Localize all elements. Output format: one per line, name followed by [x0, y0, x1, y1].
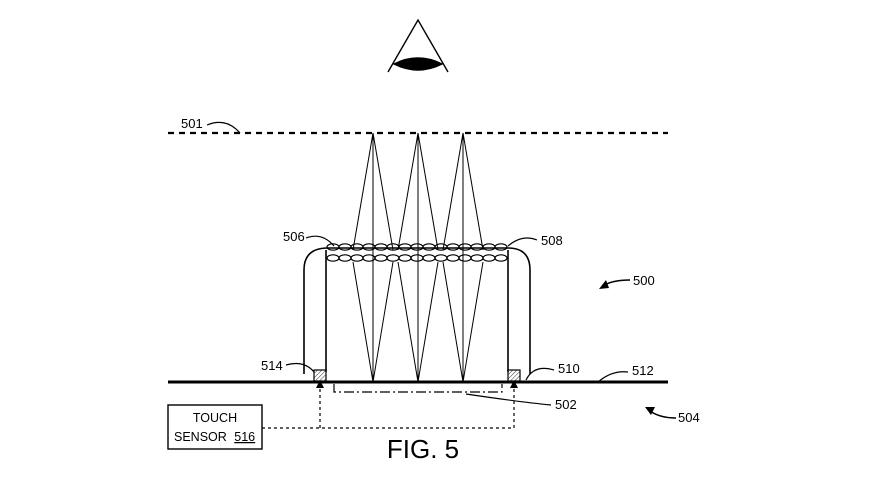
label-506: 506 — [283, 229, 305, 244]
label-512: 512 — [632, 363, 654, 378]
display-502 — [333, 384, 503, 393]
touch-sensor-line2: SENSOR 516 — [174, 430, 255, 444]
label-514: 514 — [261, 358, 283, 373]
lenslet — [386, 254, 400, 262]
lens-array-506 — [326, 243, 508, 251]
touch-sensor-line1: TOUCH — [193, 411, 237, 425]
lenslet — [434, 254, 448, 262]
figure-caption: FIG. 5 — [387, 434, 459, 464]
eye-icon — [387, 18, 449, 73]
lenslet — [470, 254, 484, 262]
sensor-pad-510 — [507, 369, 521, 382]
light-rays — [352, 132, 484, 383]
lenslet — [482, 243, 496, 251]
enclosure — [303, 247, 531, 374]
sensor-pad-514 — [313, 369, 327, 382]
lenslet — [494, 243, 508, 251]
lenslet — [398, 243, 412, 251]
lenslet — [410, 254, 424, 262]
label-502: 502 — [555, 397, 577, 412]
lenslet — [458, 243, 472, 251]
touch-sensor-box — [167, 404, 263, 450]
lenslet — [422, 243, 436, 251]
label-501: 501 — [181, 116, 203, 131]
leader-lines — [206, 121, 629, 406]
lenslet — [434, 243, 448, 251]
lenslet — [350, 243, 364, 251]
reference-arrows — [599, 279, 677, 419]
lenslet — [398, 254, 412, 262]
arrow-heads — [316, 380, 518, 388]
label-504: 504 — [678, 410, 700, 425]
lenslet — [446, 243, 460, 251]
lenslet — [482, 254, 496, 262]
lenslet — [338, 254, 352, 262]
lenslet — [458, 254, 472, 262]
lenslet — [410, 243, 424, 251]
sensor-connections — [262, 386, 515, 429]
lenslet — [350, 254, 364, 262]
lenslet — [338, 243, 352, 251]
lenslet — [422, 254, 436, 262]
label-500: 500 — [633, 273, 655, 288]
lenslet — [446, 254, 460, 262]
lens-array-508 — [326, 254, 508, 262]
lenslet — [326, 254, 340, 262]
label-510: 510 — [558, 361, 580, 376]
lenslet — [374, 254, 388, 262]
lenslet — [494, 254, 508, 262]
lenslet — [374, 243, 388, 251]
label-508: 508 — [541, 233, 563, 248]
lenslet — [470, 243, 484, 251]
